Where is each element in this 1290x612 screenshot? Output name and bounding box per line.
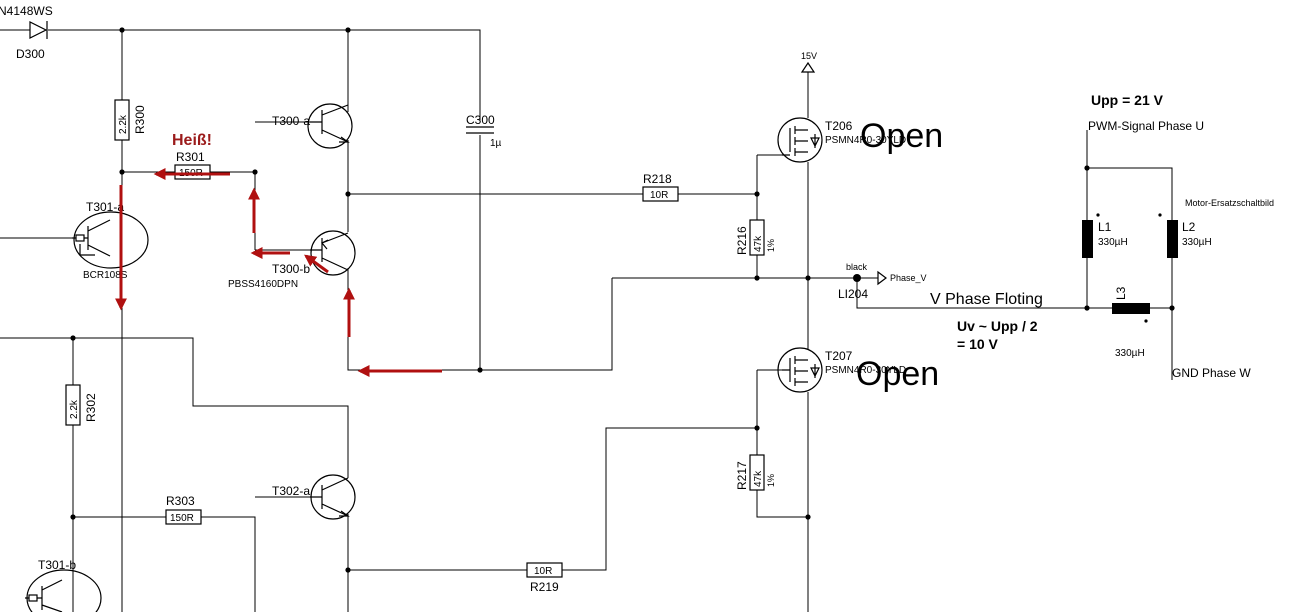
r301-name: R301 bbox=[176, 150, 205, 164]
floating-annotation: V Phase Floting bbox=[930, 291, 1043, 308]
net-phase-v: Phase_V black LI204 bbox=[838, 262, 927, 301]
d300-name-label: D300 bbox=[16, 47, 45, 61]
t207-name: T207 bbox=[825, 349, 853, 363]
arrow-t300b-diagonal bbox=[304, 254, 329, 274]
resistor-r219[interactable]: 10R R219 bbox=[526, 562, 563, 594]
l2-name: L2 bbox=[1182, 220, 1196, 234]
t301a-name: T301-a bbox=[86, 200, 124, 214]
resistor-r216[interactable]: 47k 1% R216 bbox=[735, 219, 776, 256]
motor-label: Motor-Ersatzschaltbild bbox=[1185, 198, 1274, 208]
transistor-t300a[interactable]: T300-a bbox=[272, 103, 353, 149]
uv-annotation-line1: Uv ~ Upp / 2 bbox=[957, 318, 1038, 334]
l1-name: L1 bbox=[1098, 220, 1112, 234]
supply-label: 15V bbox=[801, 51, 817, 61]
d300-part-label: N4148WS bbox=[0, 4, 53, 18]
r218-value: 10R bbox=[650, 190, 668, 201]
c300-value: 1µ bbox=[490, 138, 502, 149]
inductor-l3[interactable]: L3 330µH bbox=[1112, 286, 1150, 359]
t300b-part: PBSS4160DPN bbox=[228, 279, 298, 290]
resistor-r302[interactable]: 2.2k R302 bbox=[65, 384, 98, 426]
r216-tolerance: 1% bbox=[766, 239, 776, 252]
r216-value: 47k bbox=[753, 235, 764, 252]
current-path-arrows bbox=[115, 168, 442, 377]
r217-value: 47k bbox=[753, 470, 764, 487]
r219-value: 10R bbox=[534, 566, 552, 577]
r217-name: R217 bbox=[735, 461, 749, 490]
transistor-t302a[interactable]: T302-a bbox=[272, 474, 356, 520]
open-annotation-top: Open bbox=[860, 117, 943, 155]
l1-value: 330µH bbox=[1098, 237, 1128, 248]
transistor-t301b[interactable]: T301-b bbox=[25, 558, 102, 612]
t300b-name: T300-b bbox=[272, 262, 310, 276]
gnd-w-label: GND Phase W bbox=[1172, 366, 1251, 380]
upp-annotation: Upp = 21 V bbox=[1091, 92, 1164, 108]
capacitor-c300[interactable]: C300 1µ bbox=[466, 113, 502, 149]
li204-net-label: black bbox=[846, 262, 868, 272]
junction-dots bbox=[70, 27, 1175, 573]
transistor-t301a[interactable]: T301-a BCR108S bbox=[72, 200, 149, 281]
t301a-part: BCR108S bbox=[83, 270, 128, 281]
pwm-label: PWM-Signal Phase U bbox=[1088, 119, 1204, 133]
supply-15v: 15V bbox=[800, 51, 817, 73]
uv-annotation-line2: = 10 V bbox=[957, 336, 999, 352]
resistor-r303[interactable]: 150R R303 bbox=[165, 494, 202, 525]
li204-name: LI204 bbox=[838, 287, 868, 301]
r303-value: 150R bbox=[170, 513, 194, 524]
t302a-name: T302-a bbox=[272, 484, 310, 498]
mosfet-t207[interactable]: T207 PSMN4R0-30YLD bbox=[777, 347, 906, 393]
t300a-name: T300-a bbox=[272, 114, 310, 128]
phase-v-label: Phase_V bbox=[890, 273, 927, 283]
r218-name: R218 bbox=[643, 172, 672, 186]
diode-d300[interactable]: N4148WS D300 bbox=[0, 4, 53, 61]
r219-name: R219 bbox=[530, 580, 559, 594]
inductor-l1[interactable]: L1 330µH bbox=[1082, 213, 1128, 258]
r303-name: R303 bbox=[166, 494, 195, 508]
r302-value: 2.2k bbox=[69, 399, 80, 419]
open-annotation-bottom: Open bbox=[856, 355, 939, 393]
resistor-r300[interactable]: 2.2k R300 bbox=[114, 99, 147, 141]
t301b-name: T301-b bbox=[38, 558, 76, 572]
t206-name: T206 bbox=[825, 119, 853, 133]
r216-name: R216 bbox=[735, 226, 749, 255]
hot-annotation: Heiß! bbox=[172, 132, 212, 149]
t206-part: PSMN4R0-30YLD bbox=[825, 135, 906, 146]
t207-part: PSMN4R0-30YLD bbox=[825, 365, 906, 376]
l3-value: 330µH bbox=[1115, 348, 1145, 359]
r302-name: R302 bbox=[84, 393, 98, 422]
r300-value: 2.2k bbox=[118, 114, 129, 134]
r217-tolerance: 1% bbox=[766, 474, 776, 487]
l2-value: 330µH bbox=[1182, 237, 1212, 248]
l3-name: L3 bbox=[1114, 286, 1128, 300]
resistor-r217[interactable]: 47k 1% R217 bbox=[735, 454, 776, 491]
mosfet-t206[interactable]: T206 PSMN4R0-30YLD bbox=[777, 117, 906, 163]
resistor-r218[interactable]: 10R R218 bbox=[642, 172, 679, 202]
c300-name: C300 bbox=[466, 113, 495, 127]
transistor-t300b[interactable]: T300-b PBSS4160DPN bbox=[228, 230, 356, 290]
r300-name: R300 bbox=[133, 105, 147, 134]
inductor-l2[interactable]: L2 330µH bbox=[1158, 213, 1212, 258]
